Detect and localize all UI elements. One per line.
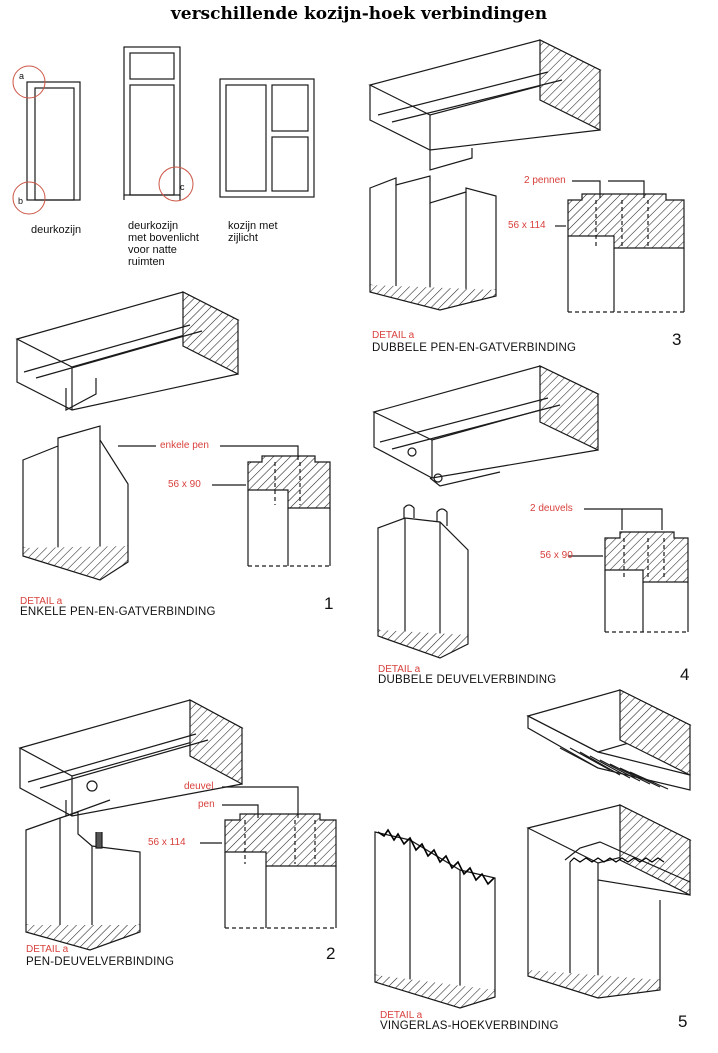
detail-tag-4: DETAIL a (378, 664, 421, 675)
detail-number-5: 5 (678, 1012, 688, 1031)
callout-pen: pen (198, 799, 215, 810)
size-label-3: 56 x 114 (508, 220, 546, 231)
page-title: verschillende kozijn-hoek verbindingen (170, 4, 548, 24)
detail-number-4: 4 (680, 665, 690, 684)
detail-4-drawing (372, 365, 689, 659)
frame-door-transom (123, 46, 194, 202)
detail-tag-2: DETAIL a (26, 944, 69, 955)
detail-caption-5: VINGERLAS-HOEKVERBINDING (380, 1020, 559, 1032)
circle-label-b: b (18, 196, 23, 206)
detail-caption-4: DUBBELE DEUVELVERBINDING (378, 674, 557, 686)
detail-caption-1: ENKELE PEN-EN-GATVERBINDING (20, 606, 216, 618)
detail-1-drawing (15, 291, 331, 581)
frame-label-sidelight: kozijn met zijlicht (228, 220, 278, 244)
detail-number-1: 1 (324, 594, 334, 613)
detail-tag-5: DETAIL a (380, 1010, 423, 1021)
detail-3-drawing (368, 39, 685, 313)
callout-deuvel: deuvel (184, 781, 214, 792)
circle-label-c: c (180, 182, 185, 192)
detail-5-drawing (374, 689, 692, 1009)
size-label-1: 56 x 90 (168, 479, 201, 490)
frame-label-door-transom: deurkozijn met bovenlicht voor natte rui… (128, 220, 199, 268)
frame-label-door: deurkozijn (31, 224, 82, 236)
circle-label-a: a (19, 71, 24, 81)
detail-caption-2: PEN-DEUVELVERBINDING (26, 956, 175, 968)
callout-2-deuvels: 2 deuvels (530, 503, 573, 514)
callout-enkele-pen: enkele pen (160, 440, 209, 451)
callout-2-pennen: 2 pennen (524, 175, 566, 186)
frame-door (12, 65, 81, 215)
detail-caption-3: DUBBELE PEN-EN-GATVERBINDING (372, 342, 577, 354)
detail-2-drawing (18, 698, 337, 951)
size-label-2: 56 x 114 (148, 837, 186, 848)
size-label-4: 56 x 90 (540, 550, 573, 561)
detail-tag-1: DETAIL a (20, 596, 63, 607)
frame-sidelight (219, 78, 315, 198)
detail-number-3: 3 (672, 330, 682, 349)
detail-number-2: 2 (326, 944, 336, 963)
detail-tag-3: DETAIL a (372, 330, 415, 341)
